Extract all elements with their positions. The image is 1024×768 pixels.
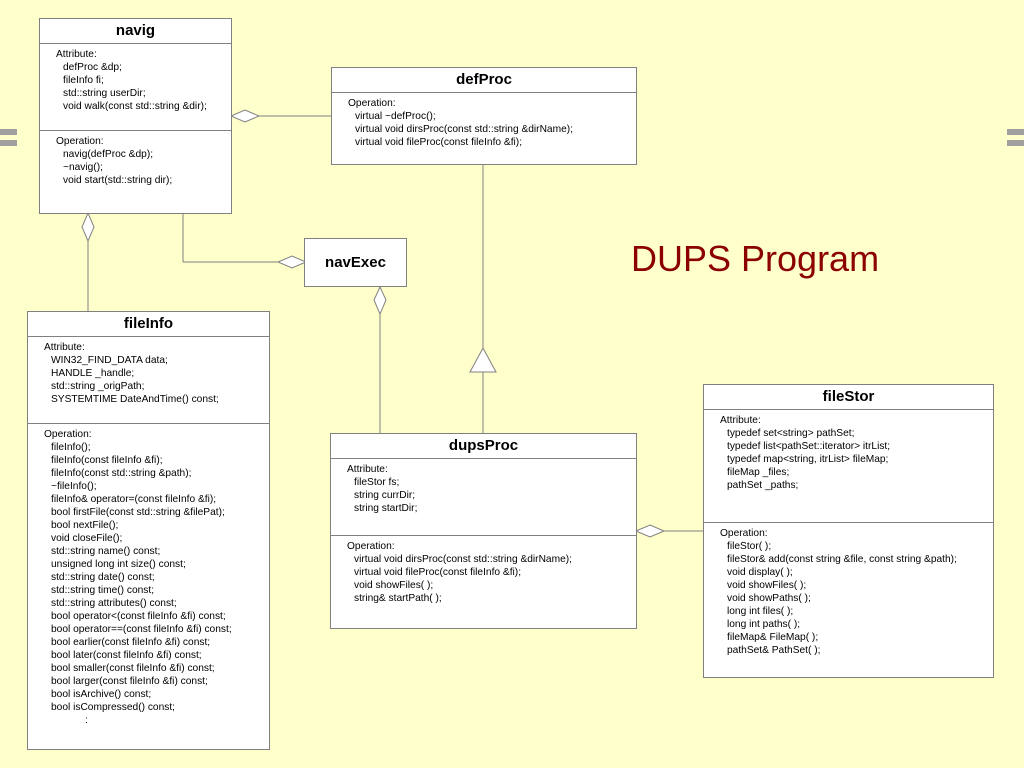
operation-item: :: [51, 715, 88, 726]
aggregation-diamond: [373, 285, 387, 316]
class-navExec: navExec: [304, 238, 407, 287]
operation-item: void showPaths( );: [727, 593, 811, 604]
operation-item: string& startPath( );: [354, 593, 442, 604]
attribute-item: std::string userDir;: [63, 88, 146, 99]
operation-item: virtual void dirsProc(const std::string …: [355, 124, 573, 135]
operation-label: Operation:: [44, 429, 92, 440]
next-slide-icon[interactable]: [1007, 129, 1024, 147]
attribute-label: Attribute:: [44, 342, 85, 353]
attribute-item: HANDLE _handle;: [51, 368, 135, 379]
operation-label: Operation:: [348, 98, 396, 109]
operations-section: Operation: virtual void dirsProc(const s…: [331, 535, 636, 605]
operation-item: bool isArchive() const;: [51, 689, 152, 700]
operation-item: ~navig();: [63, 162, 103, 173]
attribute-item: void walk(const std::string &dir);: [63, 101, 207, 112]
operations-section: Operation: fileInfo(); fileInfo(const fi…: [28, 423, 269, 727]
operation-item: bool firstFile(const std::string &filePa…: [51, 507, 225, 518]
aggregation-diamond: [276, 255, 308, 269]
inheritance-triangle: [469, 346, 497, 373]
operation-item: std::string date() const;: [51, 572, 155, 583]
operations-section: Operation: virtual ~defProc(); virtual v…: [332, 93, 636, 149]
class-name: fileInfo: [28, 312, 269, 337]
operation-item: fileStor( );: [727, 541, 772, 552]
operation-item: void start(std::string dir);: [63, 175, 173, 186]
attributes-section: Attribute: fileStor fs; string currDir; …: [331, 459, 636, 535]
operation-label: Operation:: [347, 541, 395, 552]
operation-item: bool operator==(const fileInfo &fi) cons…: [51, 624, 232, 635]
attribute-item: fileInfo fi;: [63, 75, 104, 86]
attribute-item: SYSTEMTIME DateAndTime() const;: [51, 394, 219, 405]
operation-item: void showFiles( );: [727, 580, 807, 591]
class-fileStor: fileStor Attribute: typedef set<string> …: [703, 384, 994, 678]
operation-item: virtual ~defProc();: [355, 111, 436, 122]
attribute-item: pathSet _paths;: [727, 480, 799, 491]
operation-item: ~fileInfo();: [51, 481, 97, 492]
operation-item: navig(defProc &dp);: [63, 149, 154, 160]
operation-item: bool larger(const fileInfo &fi) const;: [51, 676, 208, 687]
operation-item: fileStor& add(const string &file, const …: [727, 554, 957, 565]
attribute-item: WIN32_FIND_DATA data;: [51, 355, 168, 366]
class-dupsProc: dupsProc Attribute: fileStor fs; string …: [330, 433, 637, 629]
attribute-label: Attribute:: [347, 464, 388, 475]
operation-item: fileInfo& operator=(const fileInfo &fi);: [51, 494, 217, 505]
operation-item: bool smaller(const fileInfo &fi) const;: [51, 663, 215, 674]
operation-item: pathSet& PathSet( );: [727, 645, 821, 656]
operation-item: std::string name() const;: [51, 546, 161, 557]
operation-label: Operation:: [720, 528, 768, 539]
operations-section: Operation: navig(defProc &dp); ~navig();…: [40, 130, 231, 187]
operation-label: Operation:: [56, 136, 104, 147]
class-defProc: defProc Operation: virtual ~defProc(); v…: [331, 67, 637, 165]
operation-item: void closeFile();: [51, 533, 123, 544]
attribute-item: typedef set<string> pathSet;: [727, 428, 855, 439]
attributes-section: Attribute: defProc &dp; fileInfo fi; std…: [40, 44, 231, 130]
operation-item: void display( );: [727, 567, 793, 578]
class-fileInfo: fileInfo Attribute: WIN32_FIND_DATA data…: [27, 311, 270, 750]
operation-item: fileMap& FileMap( );: [727, 632, 819, 643]
operation-item: fileInfo(const std::string &path);: [51, 468, 192, 479]
attribute-item: string currDir;: [354, 490, 416, 501]
operation-item: std::string time() const;: [51, 585, 155, 596]
attribute-item: fileMap _files;: [727, 467, 790, 478]
attribute-label: Attribute:: [56, 49, 97, 60]
attributes-section: Attribute: typedef set<string> pathSet; …: [704, 410, 993, 522]
operation-item: unsigned long int size() const;: [51, 559, 186, 570]
attribute-item: fileStor fs;: [354, 477, 400, 488]
class-navig: navig Attribute: defProc &dp; fileInfo f…: [39, 18, 232, 214]
operation-item: virtual void fileProc(const fileInfo &fi…: [355, 137, 523, 148]
operation-item: std::string attributes() const;: [51, 598, 177, 609]
attribute-item: std::string _origPath;: [51, 381, 145, 392]
class-name: defProc: [332, 68, 636, 93]
prev-slide-icon[interactable]: [0, 129, 17, 147]
operations-section: Operation: fileStor( ); fileStor& add(co…: [704, 522, 993, 657]
operation-item: bool earlier(const fileInfo &fi) const;: [51, 637, 211, 648]
operation-item: long int paths( );: [727, 619, 801, 630]
operation-item: long int files( );: [727, 606, 794, 617]
class-name: navig: [40, 19, 231, 44]
aggregation-diamond: [229, 109, 261, 123]
attribute-item: string startDir;: [354, 503, 418, 514]
attribute-label: Attribute:: [720, 415, 761, 426]
slide-title: DUPS Program: [631, 238, 880, 279]
operation-item: bool isCompressed() const;: [51, 702, 175, 713]
attribute-item: typedef list<pathSet::iterator> itrList;: [727, 441, 891, 452]
aggregation-diamond: [634, 524, 666, 538]
operation-item: void showFiles( );: [354, 580, 434, 591]
operation-item: bool later(const fileInfo &fi) const;: [51, 650, 202, 661]
operation-item: virtual void fileProc(const fileInfo &fi…: [354, 567, 522, 578]
operation-item: fileInfo(const fileInfo &fi);: [51, 455, 163, 466]
operation-item: bool nextFile();: [51, 520, 119, 531]
attribute-item: typedef map<string, itrList> fileMap;: [727, 454, 889, 465]
operation-item: bool operator<(const fileInfo &fi) const…: [51, 611, 226, 622]
operation-item: virtual void dirsProc(const std::string …: [354, 554, 572, 565]
attributes-section: Attribute: WIN32_FIND_DATA data; HANDLE …: [28, 337, 269, 423]
operation-item: fileInfo();: [51, 442, 91, 453]
attribute-item: defProc &dp;: [63, 62, 122, 73]
class-name: dupsProc: [331, 434, 636, 459]
aggregation-diamond: [81, 211, 95, 243]
class-name: fileStor: [704, 385, 993, 410]
